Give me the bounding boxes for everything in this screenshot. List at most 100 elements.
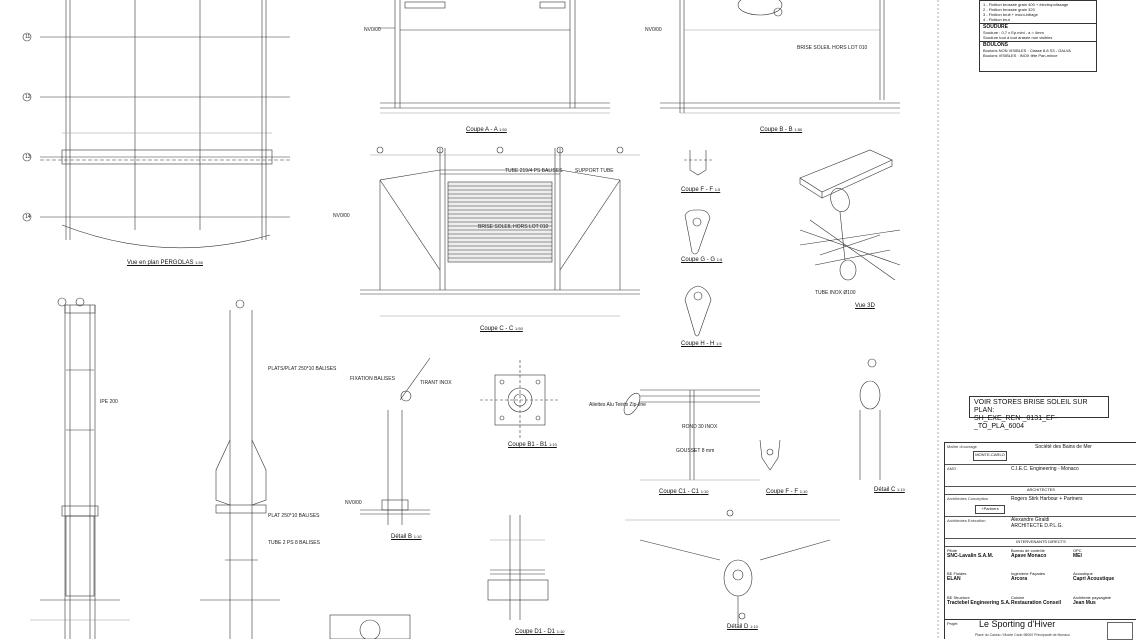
small-sections-drawing [684, 150, 712, 337]
caption-detail-c: Détail C 1:10 [874, 487, 905, 493]
project-name: Le Sporting d'Hiver [979, 619, 1056, 629]
coupe-d1-drawing [487, 515, 549, 620]
column-a-drawing [30, 297, 130, 639]
coupe-bb-drawing [660, 0, 900, 114]
caption-coupe-ff-2: Coupe F - F 1:10 [766, 489, 808, 495]
detail-d-drawing [625, 509, 840, 625]
note-line: 1 - Finition brossée grain 400 + électro… [983, 2, 1069, 7]
notes-box: 1 - Finition brossée grain 400 + électro… [979, 0, 1097, 72]
maitre-name: Société des Bains de Mer [1035, 444, 1092, 450]
level-marker: NV0/00 [333, 213, 350, 219]
tb-architect-row: Architectes Conception +Partners Rogers … [945, 495, 1136, 517]
label-alu: Ailettes Alu Teints Zip-line [589, 402, 646, 408]
approval-stamp [1107, 622, 1133, 640]
tb-intervenants-header: INTERVENANTS DIRECTS [945, 539, 1136, 547]
monte-carlo-logo: MONTE-CARLO [973, 451, 1007, 461]
grid-line-14: 14 [25, 214, 31, 220]
boulons-line-2: Boulons VISIBLES : INOX tête Pan-mince [983, 53, 1058, 58]
reference-note: VOIR STORES BRISE SOLEIL SUR PLAN: SH_EX… [969, 396, 1109, 430]
coupe-ff-2-drawing [759, 439, 781, 471]
grid-line-13: 13 [25, 154, 31, 160]
caption-detail-b: Détail B 1:10 [391, 534, 422, 540]
note-line: 2 - Finition brossée grain 320 [983, 7, 1035, 12]
partial-view-drawing [329, 614, 411, 639]
label-tirant: TIRANT INOX [420, 380, 452, 386]
label-tube-inox: TUBE INOX Ø100 [815, 290, 856, 296]
architect2-name: Alexandre Giraldi [1011, 517, 1050, 523]
tb-amo-row: AMO C.I.E.C. Engineering - Monaco [945, 465, 1136, 487]
tb-architects-header: ARCHITECTES [945, 487, 1136, 495]
boulons-title: BOULONS [980, 41, 1096, 48]
grid-line-12: 12 [25, 94, 31, 100]
grid-line-11: 11 [25, 34, 31, 40]
label-fixation: FIXATION BALISES [350, 376, 395, 382]
level-marker: NV0/00 [364, 27, 381, 33]
label-plat-1: PLAT 250*10 BALISES [268, 513, 320, 519]
caption-coupe-aa: Coupe A - A 1:50 [466, 127, 507, 133]
coupe-cc-drawing [360, 146, 640, 317]
plan-pergolas-drawing [22, 0, 290, 249]
caption-coupe-c1: Coupe C1 - C1 1:10 [659, 489, 709, 495]
project-label: Projet [947, 621, 958, 626]
caption-coupe-ff: Coupe F - F 1:5 [681, 187, 721, 193]
label-brise-soleil-2: BRISE SOLEIL HORS LOT 010 [478, 224, 549, 230]
caption-vue-3d: Vue 3D [855, 303, 875, 309]
soudure-line-2: Soudure tout à tout arasée non visibles [983, 35, 1053, 40]
architect2-label: Architectes Exécution [947, 518, 986, 523]
project-address: Place du Casino / Monte Carlo 98000 Prin… [975, 633, 1070, 637]
detail-b-drawing [360, 357, 431, 525]
caption-detail-d: Détail D 1:10 [727, 624, 758, 630]
label-brise-soleil: BRISE SOLEIL HORS LOT 010 [797, 45, 868, 51]
coupe-b1-drawing [480, 360, 560, 440]
level-marker: NV0/00 [645, 27, 662, 33]
soudure-line: Soudure : 0,7 x Ep.mini - a = 4mm [983, 30, 1044, 35]
label-rond: ROND 30 INOX [682, 424, 718, 430]
label-tube-2: TUBE 2 PS 8 BALISES [268, 540, 320, 546]
boulons-line-1: Boulons NON VISIBLES : Classe 8.8 S3 - G… [983, 48, 1071, 53]
architect-label: Architectes Conception [947, 496, 989, 501]
caption-coupe-bb: Coupe B - B 1:50 [760, 127, 803, 133]
column-b-drawing [200, 299, 280, 639]
caption-coupe-hh: Coupe H - H 1:5 [681, 341, 722, 347]
reference-line-2: SH_EXE_REN-_0131_EF-_TO_PLA_6004 [974, 415, 1058, 430]
coupe-aa-drawing [378, 0, 610, 114]
amo-name: C.I.E.C. Engineering - Monaco [1011, 466, 1079, 472]
architect-name: Rogers Stirk Harbour + Partners [1011, 496, 1083, 502]
maitre-label: Maître d'ouvrage [947, 444, 977, 449]
reference-line-1: VOIR STORES BRISE SOLEIL SUR PLAN: [974, 399, 1088, 414]
soudure-title: SOUDURE [980, 23, 1096, 30]
caption-vue-plan: Vue en plan PERGOLAS 1:50 [127, 260, 203, 266]
project-row: Projet Le Sporting d'Hiver Place du Casi… [945, 619, 1136, 640]
detail-c-drawing [859, 358, 881, 480]
note-line: 4 - Finition brut [983, 17, 1010, 22]
label-ipe: IPE 200 [100, 399, 118, 405]
coupe-c1-drawing [623, 389, 760, 481]
caption-coupe-gg: Coupe G - G 1:5 [681, 257, 723, 263]
caption-coupe-cc: Coupe C - C 1:50 [480, 326, 523, 332]
label-gousset: GOUSSET 8 mm [676, 448, 715, 454]
level-marker: NV0/00 [345, 500, 362, 506]
title-block: Maître d'ouvrage MONTE-CARLO Société des… [944, 442, 1136, 640]
amo-label: AMO [947, 466, 957, 471]
label-tube-1: TUBE 219/4 PS BALISES [505, 168, 563, 174]
tb-architect2-row: Architectes Exécution Alexandre Giraldi … [945, 517, 1136, 539]
label-plat-2: PLATS/PLAT 250*10 BALISES [268, 366, 337, 372]
rshp-logo: +Partners [975, 505, 1005, 514]
note-line: 3 - Finition bruit + micro-billage [983, 12, 1038, 17]
architect2-firm: ARCHITECTE D.P.L.G. [1011, 523, 1063, 529]
vue-3d-drawing [799, 149, 901, 281]
label-support: SUPPORT TUBE [575, 168, 614, 174]
tb-maitre-row: Maître d'ouvrage MONTE-CARLO Société des… [945, 443, 1136, 465]
caption-coupe-d1: Coupe D1 - D1 1:10 [515, 629, 565, 635]
caption-coupe-b1: Coupe B1 - B1 1:10 [508, 442, 557, 448]
